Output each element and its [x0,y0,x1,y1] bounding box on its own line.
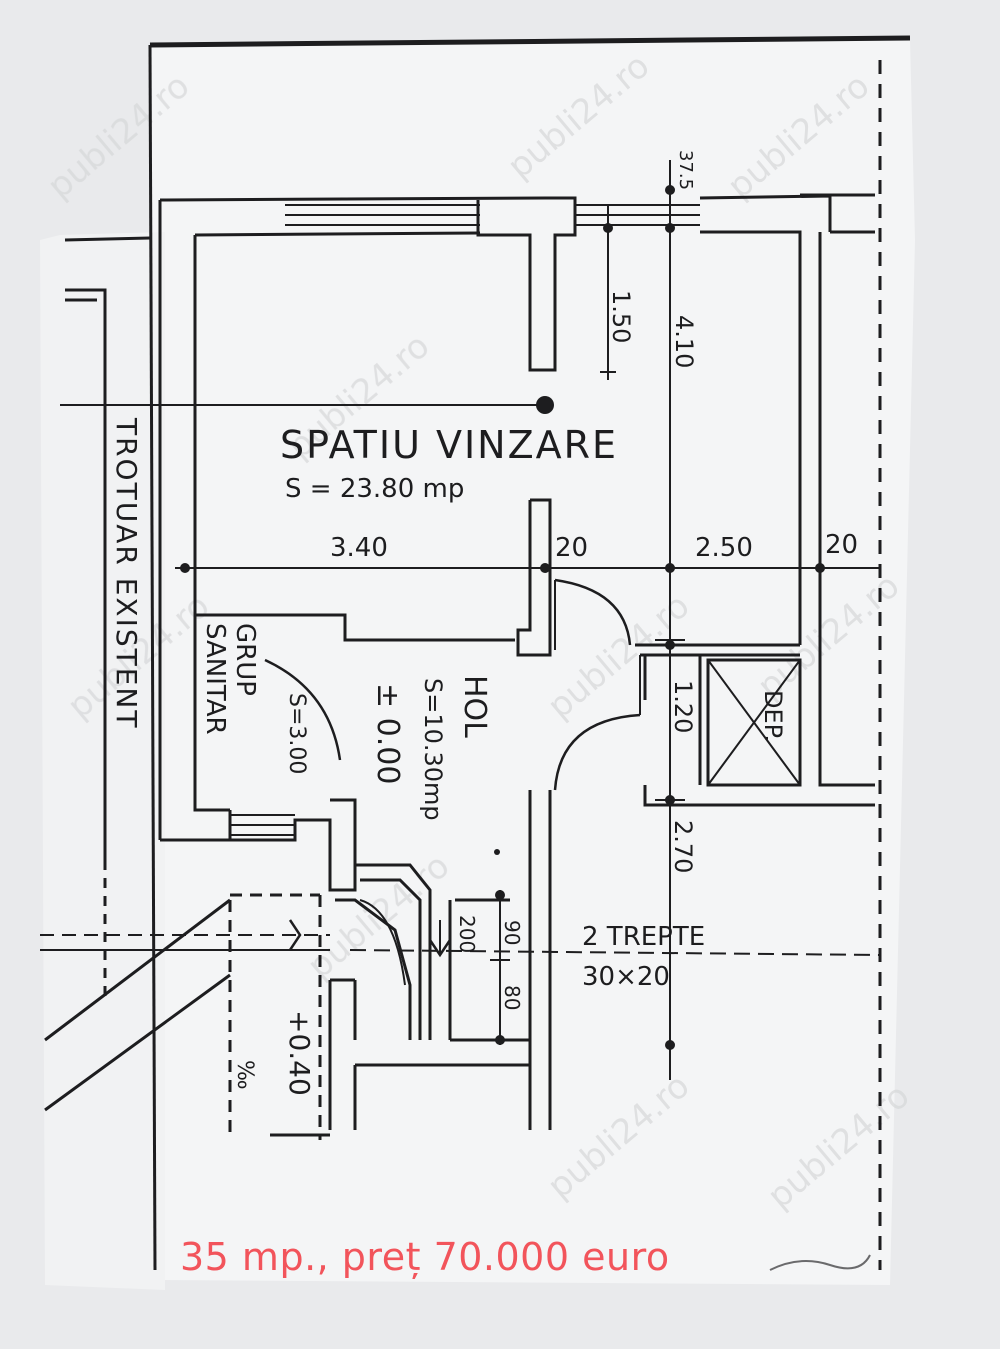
room-name-sales: SPATIU VINZARE [280,423,618,467]
dim-80: 80 [500,985,524,1010]
paper-sheet-left [40,232,165,1290]
dim-90: 90 [500,920,524,945]
dim-20b: 20 [825,530,858,560]
entrance-level: +0.40 [283,1010,316,1096]
room-name-wc-line1: GRUP [230,623,260,696]
stairs-label: 2 TREPTE [582,922,705,952]
room-area-wc: S=3.00 [284,693,309,774]
room-area-sales: S = 23.80 mp [285,474,464,504]
room-name-hall: HOL [457,675,492,738]
dim-270: 2.70 [669,820,697,873]
room-name-wc-line2: SANITAR [200,623,230,735]
listing-caption: 35 mp., preț 70.000 euro [180,1235,670,1279]
dim-340: 3.40 [330,533,388,563]
dim-20a: 20 [555,533,588,563]
dim-120: 1.20 [669,680,697,733]
dim-top: 37.5 [675,150,696,190]
dim-150: 1.50 [607,290,635,343]
room-level-hall: ± 0.00 [370,683,405,784]
dimension-markers [180,185,825,1050]
room-area-hall: S=10.30mp [419,678,447,821]
paper-scribble [769,1254,871,1271]
dim-250: 2.50 [695,533,753,563]
dim-410: 4.10 [670,315,698,368]
paper-sheet-main [150,40,915,1285]
stairs-size: 30×20 [582,962,670,992]
plan-linework [40,35,911,1271]
entrance-mark: ‰ [232,1060,257,1090]
dim-200: 200 [455,915,479,953]
room-name-storage: DEP. [759,690,787,742]
sidewalk-label: TROTUAR EXISTENT [110,417,143,729]
